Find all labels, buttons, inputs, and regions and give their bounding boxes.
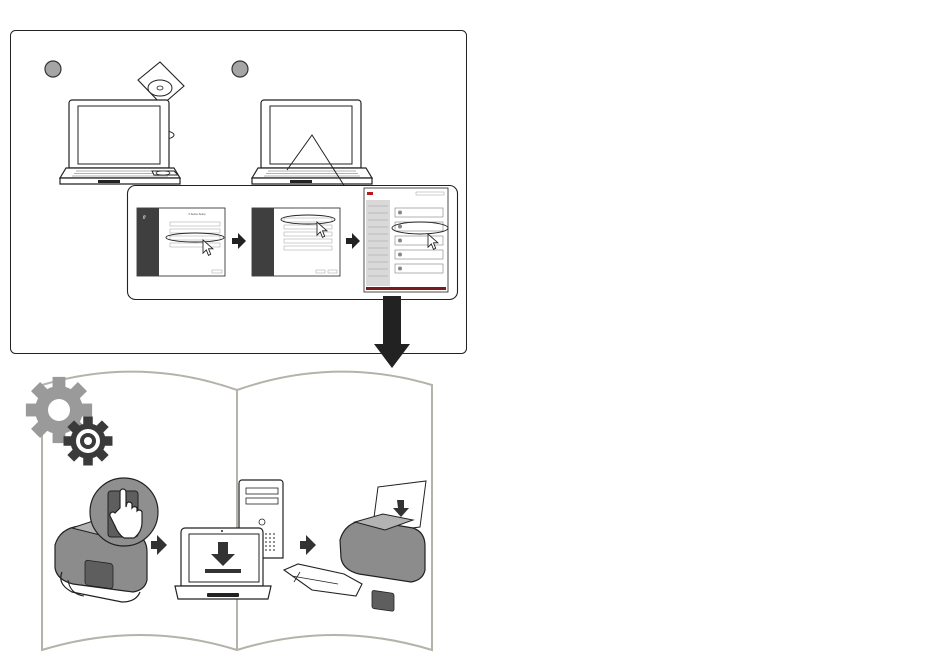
installer-option-button[interactable] bbox=[170, 236, 220, 240]
laptop-1-illustration bbox=[60, 100, 180, 184]
manual-search-box[interactable] bbox=[416, 192, 444, 195]
manual-footer-bar bbox=[366, 287, 446, 290]
touch-panel-zoom bbox=[90, 478, 158, 546]
documents-exit-button[interactable] bbox=[328, 270, 337, 273]
manual-book bbox=[26, 372, 432, 650]
installer-title: fi Series Setup bbox=[189, 212, 206, 216]
document-option-button[interactable] bbox=[284, 218, 332, 222]
manual-screen bbox=[364, 188, 448, 292]
documents-back-button[interactable] bbox=[316, 270, 325, 273]
document-option-button[interactable] bbox=[284, 246, 332, 250]
download-bar-icon bbox=[205, 569, 241, 573]
manual-list-item[interactable] bbox=[395, 250, 443, 259]
manual-list-item[interactable] bbox=[395, 264, 443, 273]
step-1-marker bbox=[45, 61, 61, 77]
laptop-2-illustration bbox=[252, 100, 372, 184]
disc-tray-icon bbox=[152, 171, 178, 175]
installer-screen: fi fi Series Setup bbox=[137, 208, 225, 276]
installer-option-button[interactable] bbox=[170, 243, 220, 247]
installer-option-button[interactable] bbox=[170, 229, 220, 233]
installer-exit-button[interactable] bbox=[212, 270, 222, 273]
document-option-button[interactable] bbox=[284, 239, 332, 243]
installer-option-button[interactable] bbox=[170, 222, 220, 226]
manual-list-item[interactable] bbox=[395, 208, 443, 217]
manual-brand-logo bbox=[367, 192, 373, 195]
laptop-download-illustration bbox=[175, 528, 271, 599]
gear-large-hub bbox=[48, 399, 70, 421]
documents-screen bbox=[252, 208, 340, 276]
step-2-marker bbox=[232, 61, 248, 77]
